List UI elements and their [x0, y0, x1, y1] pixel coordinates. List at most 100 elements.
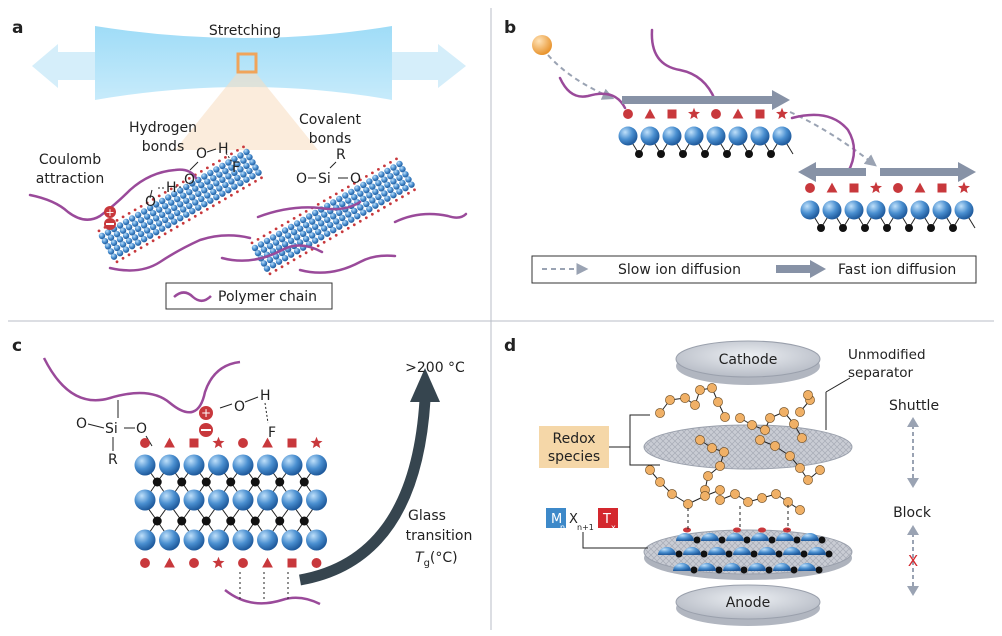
ion-sphere: [532, 35, 552, 55]
surface-group: [229, 193, 233, 197]
nanotube-atom: [207, 169, 214, 177]
nanotube-atom: [192, 199, 199, 206]
nanotube-atom: [336, 195, 343, 203]
nanotube-atom: [345, 197, 352, 204]
surface-termination-marker: [870, 181, 882, 194]
surface-group: [395, 198, 398, 202]
formula-m-sub: n: [560, 523, 565, 532]
carbon-atom: [817, 224, 825, 232]
carbon-atom: [679, 150, 687, 158]
nanotube-atom: [360, 209, 367, 216]
surface-termination-marker: [667, 109, 677, 119]
nanotube-atom: [204, 178, 211, 185]
plus-sign: +: [105, 206, 114, 219]
metal-atom: [306, 454, 327, 476]
mxene-dome: [658, 547, 676, 555]
redox-node: [730, 489, 740, 499]
metal-atom: [706, 126, 726, 146]
mxene-dome: [676, 533, 694, 541]
nanotube-atom: [315, 214, 322, 222]
pore: [725, 550, 733, 558]
surface-group: [151, 197, 155, 201]
hydrogen-bonds-label-1: Hydrogen: [129, 120, 197, 136]
mxene-dome: [723, 563, 741, 571]
nanotube-atom: [345, 211, 352, 218]
surface-termination-marker: [164, 557, 175, 568]
silane-chemistry: O Si O R: [76, 400, 153, 468]
coulomb-label-1: Coulomb: [39, 152, 101, 168]
redox-node: [695, 435, 705, 445]
nanotube-atom: [324, 230, 331, 237]
pore: [815, 566, 823, 574]
pore: [700, 550, 708, 558]
surface-group: [340, 188, 344, 192]
surface-group: [322, 240, 326, 244]
nanotube-atom: [155, 220, 163, 227]
pore: [765, 566, 773, 574]
surface-termination-marker: [688, 107, 700, 120]
surface-group: [250, 241, 254, 245]
nanotube-atom: [110, 239, 118, 247]
redox-node: [655, 408, 665, 418]
nanotube-atom: [243, 176, 250, 183]
redox-node: [779, 407, 789, 417]
redox-node: [645, 465, 655, 475]
surface-termination-marker: [914, 182, 926, 193]
nanotube-atom: [381, 190, 388, 197]
nanotube-atom: [134, 225, 142, 233]
nanotube-atom: [333, 218, 340, 225]
nanotube-atom: [237, 179, 244, 187]
nanotube-atom: [207, 183, 214, 191]
nanotube-atom: [222, 167, 229, 175]
nanotube-atom: [399, 165, 406, 173]
surface-group: [377, 167, 380, 171]
carbon-atom: [635, 150, 643, 158]
surface-group: [280, 265, 284, 269]
surface-group: [316, 202, 320, 206]
surface-group: [181, 180, 185, 184]
metal-atom: [822, 200, 842, 220]
fast-diffusion-legend-head: [810, 260, 826, 278]
nanotube-atom: [225, 159, 232, 166]
surface-group: [199, 169, 203, 173]
nanotube-atom: [278, 235, 286, 243]
nanotube-atom: [351, 193, 358, 201]
metal-atom: [134, 489, 156, 511]
metal-atom: [888, 200, 908, 220]
pore: [825, 550, 833, 558]
carbon-atom: [701, 150, 709, 158]
nanotube-atom: [107, 248, 115, 255]
nanotube-atom: [305, 213, 313, 220]
nanotube-atom: [324, 216, 331, 224]
nanotube-atom: [260, 246, 268, 253]
surface-group: [340, 230, 344, 234]
tg-sub: g: [424, 558, 430, 569]
formula-t-box: [598, 508, 618, 528]
nanotube-atom: [299, 216, 307, 224]
nanotube-atom: [207, 197, 214, 204]
surface-termination-marker: [189, 438, 199, 448]
redox-node: [655, 477, 665, 487]
nanotube-atom: [122, 246, 130, 253]
panel-a: a Stretching + O H: [12, 18, 468, 310]
nanotube-atom: [113, 244, 121, 252]
mxene-dome: [701, 533, 719, 541]
nanotube-atom: [159, 197, 166, 205]
panel-b-letter: b: [504, 18, 516, 38]
nanotube-atom: [336, 209, 343, 217]
carbon-atom: [226, 477, 236, 487]
pore: [675, 550, 683, 558]
chem-o: O: [76, 416, 87, 432]
metal-atom: [662, 126, 682, 146]
carbon-atom: [767, 150, 775, 158]
pore: [740, 566, 748, 574]
metal-atom: [257, 529, 278, 551]
surface-group: [157, 235, 161, 239]
redox-node: [715, 461, 725, 471]
nanotube-atom: [293, 234, 301, 241]
nanotube-atom: [254, 249, 262, 257]
nanotube-atom: [146, 204, 154, 212]
covalent-bond-chemistry: R O Si O: [296, 147, 361, 187]
surface-group: [389, 160, 392, 164]
